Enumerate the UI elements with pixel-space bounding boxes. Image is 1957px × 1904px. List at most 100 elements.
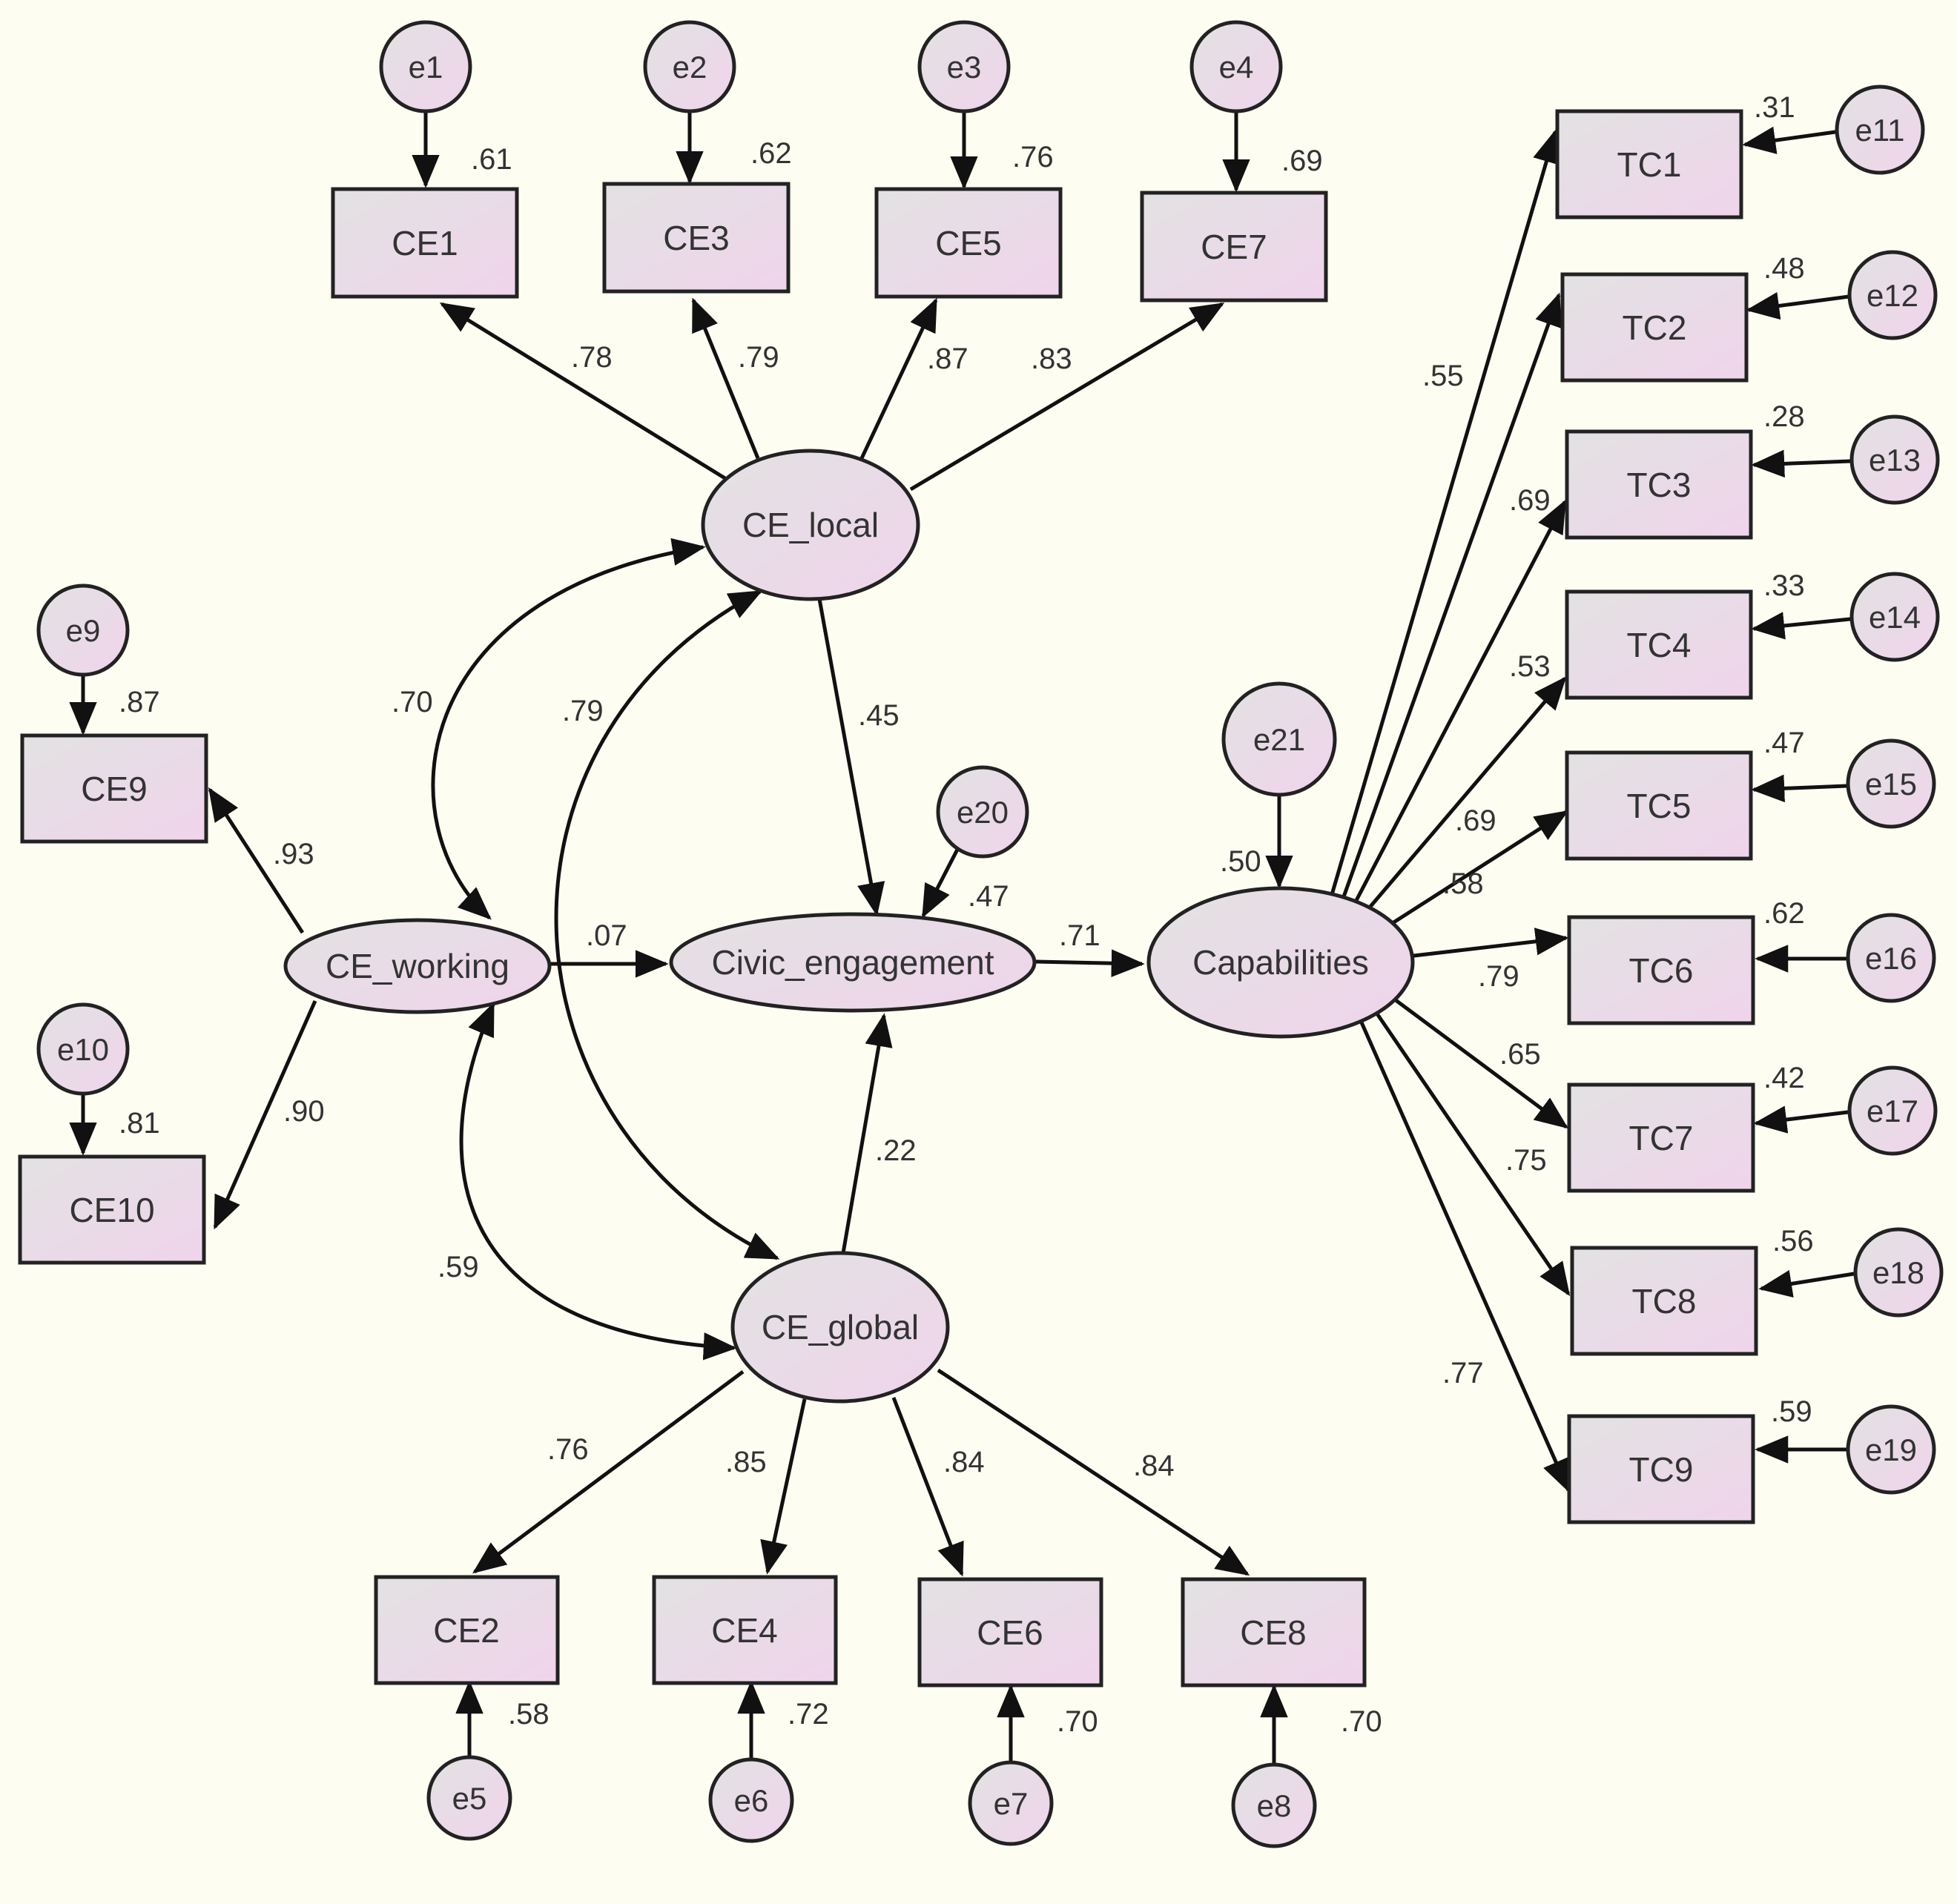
loading-local-ce1: .78 — [571, 341, 613, 374]
loading-global-ce2: .76 — [547, 1433, 589, 1466]
path-working-ce9 — [208, 787, 305, 934]
latent-ce-local: CE_local — [701, 449, 920, 601]
indicator-tc1: TC1 — [1555, 109, 1743, 219]
r2-tc2: .48 — [1763, 252, 1805, 285]
error-e7: e7 — [968, 1760, 1054, 1846]
r2-ce9: .87 — [119, 686, 160, 718]
loading-working-ce10: .90 — [283, 1095, 325, 1128]
svg-text:TC5: TC5 — [1627, 787, 1692, 825]
error-e18: e18 — [1853, 1227, 1944, 1318]
error-e11: e11 — [1835, 85, 1925, 175]
corr-label-local-global: .79 — [562, 695, 604, 727]
svg-text:e16: e16 — [1865, 941, 1917, 976]
error-e8: e8 — [1231, 1762, 1317, 1848]
path-global-ce4 — [760, 1398, 807, 1575]
svg-text:e12: e12 — [1867, 278, 1918, 313]
r2-ce2: .58 — [508, 1698, 550, 1731]
svg-text:e5: e5 — [452, 1781, 487, 1816]
path-local-civic — [817, 598, 885, 916]
path-local-ce1 — [439, 302, 745, 492]
error-e21: e21 — [1221, 681, 1337, 797]
svg-text:e2: e2 — [673, 50, 707, 85]
latent-capabilities: Capabilities — [1146, 886, 1415, 1039]
error-e3: e3 — [917, 20, 1011, 113]
path-civic-capabilities — [1034, 949, 1145, 977]
svg-text:TC2: TC2 — [1623, 308, 1687, 347]
svg-text:CE2: CE2 — [433, 1611, 499, 1650]
indicator-tc2: TC2 — [1560, 272, 1749, 383]
path-cap-tc9 — [1356, 1014, 1571, 1493]
loading-cap-tc6: .58 — [1442, 867, 1484, 900]
path-local-ce7 — [909, 302, 1225, 492]
error-e9: e9 — [36, 584, 130, 677]
error-e15: e15 — [1846, 738, 1936, 829]
error-e12: e12 — [1847, 250, 1938, 340]
indicator-ce3: CE3 — [602, 182, 791, 294]
coef-global-civic: .22 — [875, 1134, 917, 1167]
path-global-ce2 — [472, 1369, 745, 1574]
path-global-civic — [841, 1013, 893, 1254]
corr-label-local-working: .70 — [392, 686, 433, 718]
indicator-ce10: CE10 — [18, 1154, 206, 1265]
r2-tc3: .28 — [1763, 400, 1805, 433]
r2-ce1: .61 — [471, 143, 512, 176]
loading-global-ce4: .85 — [725, 1446, 767, 1478]
indicator-tc8: TC8 — [1570, 1246, 1758, 1356]
r2-tc7: .42 — [1763, 1062, 1805, 1094]
loading-global-ce6: .84 — [943, 1446, 985, 1478]
svg-text:CE8: CE8 — [1240, 1613, 1306, 1652]
r2-ce6: .70 — [1057, 1705, 1098, 1738]
indicator-tc3: TC3 — [1565, 429, 1753, 540]
path-working-ce10 — [213, 999, 317, 1230]
svg-text:TC8: TC8 — [1632, 1282, 1697, 1320]
path-cap-tc8 — [1371, 1007, 1571, 1297]
indicator-tc4: TC4 — [1565, 589, 1753, 700]
loading-cap-extra: .77 — [1442, 1357, 1484, 1389]
svg-text:e18: e18 — [1872, 1255, 1924, 1290]
svg-text:TC6: TC6 — [1629, 951, 1694, 990]
svg-text:CE_global: CE_global — [762, 1308, 919, 1346]
svg-text:e8: e8 — [1257, 1788, 1292, 1823]
path-local-ce5 — [859, 297, 938, 460]
loading-cap-tc5: .69 — [1455, 804, 1496, 837]
svg-text:CE7: CE7 — [1201, 228, 1267, 266]
r2-tc4: .33 — [1763, 569, 1805, 602]
indicator-tc5: TC5 — [1565, 750, 1753, 861]
error-e13: e13 — [1849, 414, 1940, 505]
indicator-tc7: TC7 — [1567, 1082, 1755, 1193]
error-e20: e20 — [936, 765, 1029, 859]
indicator-ce7: CE7 — [1140, 191, 1328, 303]
svg-text:CE9: CE9 — [81, 770, 147, 808]
loading-cap-tc9: .75 — [1505, 1144, 1547, 1177]
path-e15-tc5 — [1751, 774, 1847, 803]
svg-text:e7: e7 — [994, 1786, 1029, 1821]
path-e13-tc3 — [1751, 449, 1851, 478]
svg-text:CE_local: CE_local — [742, 506, 879, 544]
svg-text:e21: e21 — [1253, 722, 1305, 757]
latent-civic-engagement: Civic_engagement — [669, 912, 1037, 1013]
loading-local-ce5: .87 — [927, 343, 968, 375]
loading-cap-tc8: .65 — [1499, 1038, 1541, 1071]
svg-text:Capabilities: Capabilities — [1192, 943, 1369, 982]
indicator-ce1: CE1 — [331, 187, 519, 299]
svg-text:TC1: TC1 — [1617, 145, 1682, 184]
loading-local-ce7: .83 — [1031, 343, 1072, 375]
indicator-tc9: TC9 — [1567, 1414, 1755, 1524]
r2-tc6: .62 — [1763, 897, 1805, 930]
svg-text:Civic_engagement: Civic_engagement — [711, 943, 994, 982]
path-global-ce6 — [891, 1397, 964, 1577]
path-cap-tc4 — [1363, 676, 1567, 915]
error-e2: e2 — [643, 20, 736, 113]
svg-text:e15: e15 — [1865, 767, 1917, 801]
path-cap-tc7 — [1385, 991, 1569, 1129]
svg-text:e9: e9 — [66, 613, 101, 648]
coef-local-civic: .45 — [858, 699, 900, 732]
path-e20-civic — [921, 842, 963, 919]
error-e17: e17 — [1847, 1065, 1938, 1156]
loading-cap-tc4: .53 — [1509, 650, 1551, 683]
r2-ce7: .69 — [1281, 145, 1323, 177]
svg-text:CE3: CE3 — [663, 219, 729, 257]
svg-text:e14: e14 — [1869, 600, 1921, 635]
indicator-ce2: CE2 — [374, 1575, 560, 1685]
